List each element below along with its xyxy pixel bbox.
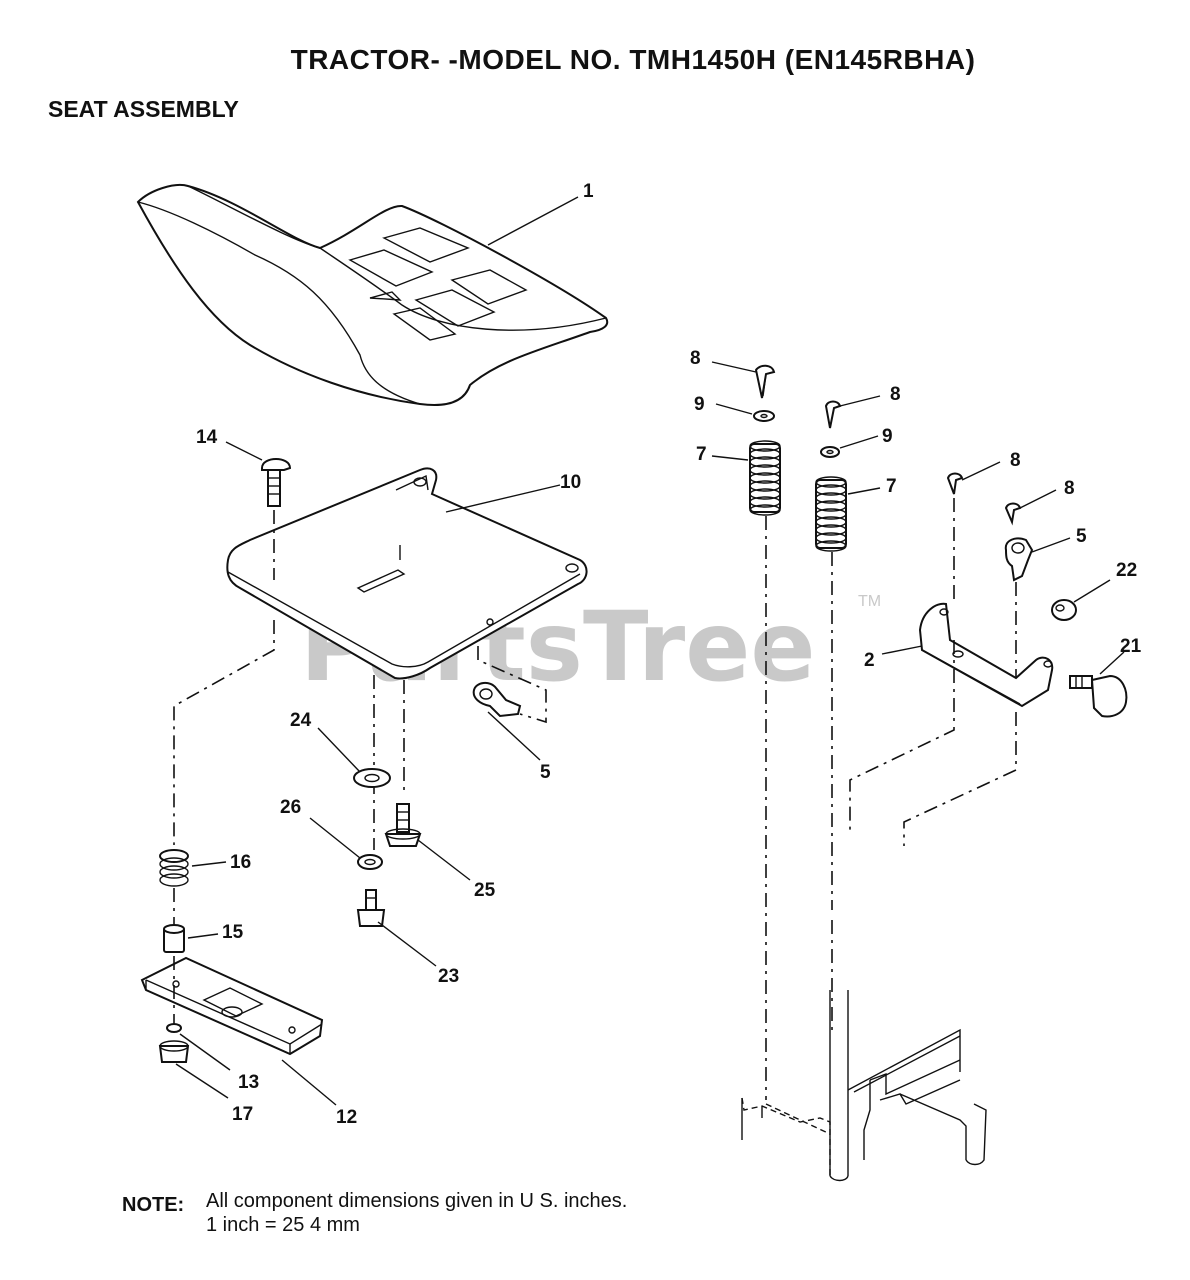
callout-22: 22 (1116, 560, 1137, 581)
callout-7-a: 7 (696, 444, 707, 465)
lock-washer-part[interactable] (357, 854, 383, 870)
callout-21: 21 (1120, 636, 1142, 657)
seat-pan-part[interactable] (226, 467, 588, 680)
bushing-part[interactable] (1051, 599, 1077, 621)
callout-15: 15 (222, 922, 244, 943)
seat-part[interactable] (136, 184, 609, 406)
knob-part[interactable] (1069, 674, 1128, 718)
callout-9-b: 9 (882, 426, 893, 447)
callout-8-c: 8 (1010, 450, 1021, 471)
callout-12: 12 (336, 1107, 357, 1128)
washer-b-part[interactable] (820, 446, 840, 458)
slide-plate-part[interactable] (140, 956, 324, 1056)
callout-24: 24 (290, 710, 312, 731)
lock-nut-part[interactable] (158, 1040, 190, 1063)
callout-26: 26 (280, 797, 301, 818)
callout-5-right: 5 (1076, 526, 1087, 547)
callout-14: 14 (196, 427, 218, 448)
callout-23: 23 (438, 966, 459, 987)
pin-b-part[interactable] (824, 400, 842, 429)
mount-frame-part[interactable] (741, 990, 987, 1182)
bracket-part[interactable] (918, 602, 1054, 708)
pin-c-part[interactable] (946, 472, 964, 495)
note-line-2: 1 inch = 25 4 mm (206, 1214, 360, 1236)
note-line-1: All component dimensions given in U S. i… (206, 1190, 628, 1212)
callout-8-b: 8 (890, 384, 901, 405)
flat-washer-part[interactable] (353, 768, 391, 788)
spring-right-b-part[interactable] (815, 476, 847, 552)
callout-17: 17 (232, 1104, 253, 1125)
pin-d-part[interactable] (1004, 502, 1022, 526)
callout-8-d: 8 (1064, 478, 1075, 499)
pin-a-part[interactable] (754, 364, 776, 399)
callout-25: 25 (474, 880, 496, 901)
callout-16: 16 (230, 852, 251, 873)
section-title: SEAT ASSEMBLY (48, 96, 239, 122)
hex-bolt-part[interactable] (356, 889, 386, 927)
callout-8-a: 8 (690, 348, 701, 369)
watermark-trademark: TM (858, 593, 881, 610)
callout-10: 10 (560, 472, 581, 493)
spring-left-part[interactable] (159, 849, 189, 887)
callout-5-left: 5 (540, 762, 551, 783)
diagram-title: TRACTOR- -MODEL NO. TMH1450H (EN145RBHA) (290, 44, 976, 75)
callout-2: 2 (864, 650, 875, 671)
spring-right-a-part[interactable] (749, 440, 781, 516)
note-label: NOTE: (122, 1194, 185, 1216)
shoulder-bolt-part[interactable] (384, 803, 422, 847)
callout-13: 13 (238, 1072, 259, 1093)
clip-right-part[interactable] (1004, 537, 1034, 582)
spacer-part[interactable] (163, 924, 185, 953)
washer-a-part[interactable] (753, 410, 775, 422)
callout-1: 1 (583, 181, 594, 202)
clip-left-part[interactable] (472, 682, 522, 718)
callout-7-b: 7 (886, 476, 897, 497)
callout-9-a: 9 (694, 394, 705, 415)
carriage-bolt-part[interactable] (261, 458, 292, 507)
nut-small-part[interactable] (166, 1023, 182, 1033)
